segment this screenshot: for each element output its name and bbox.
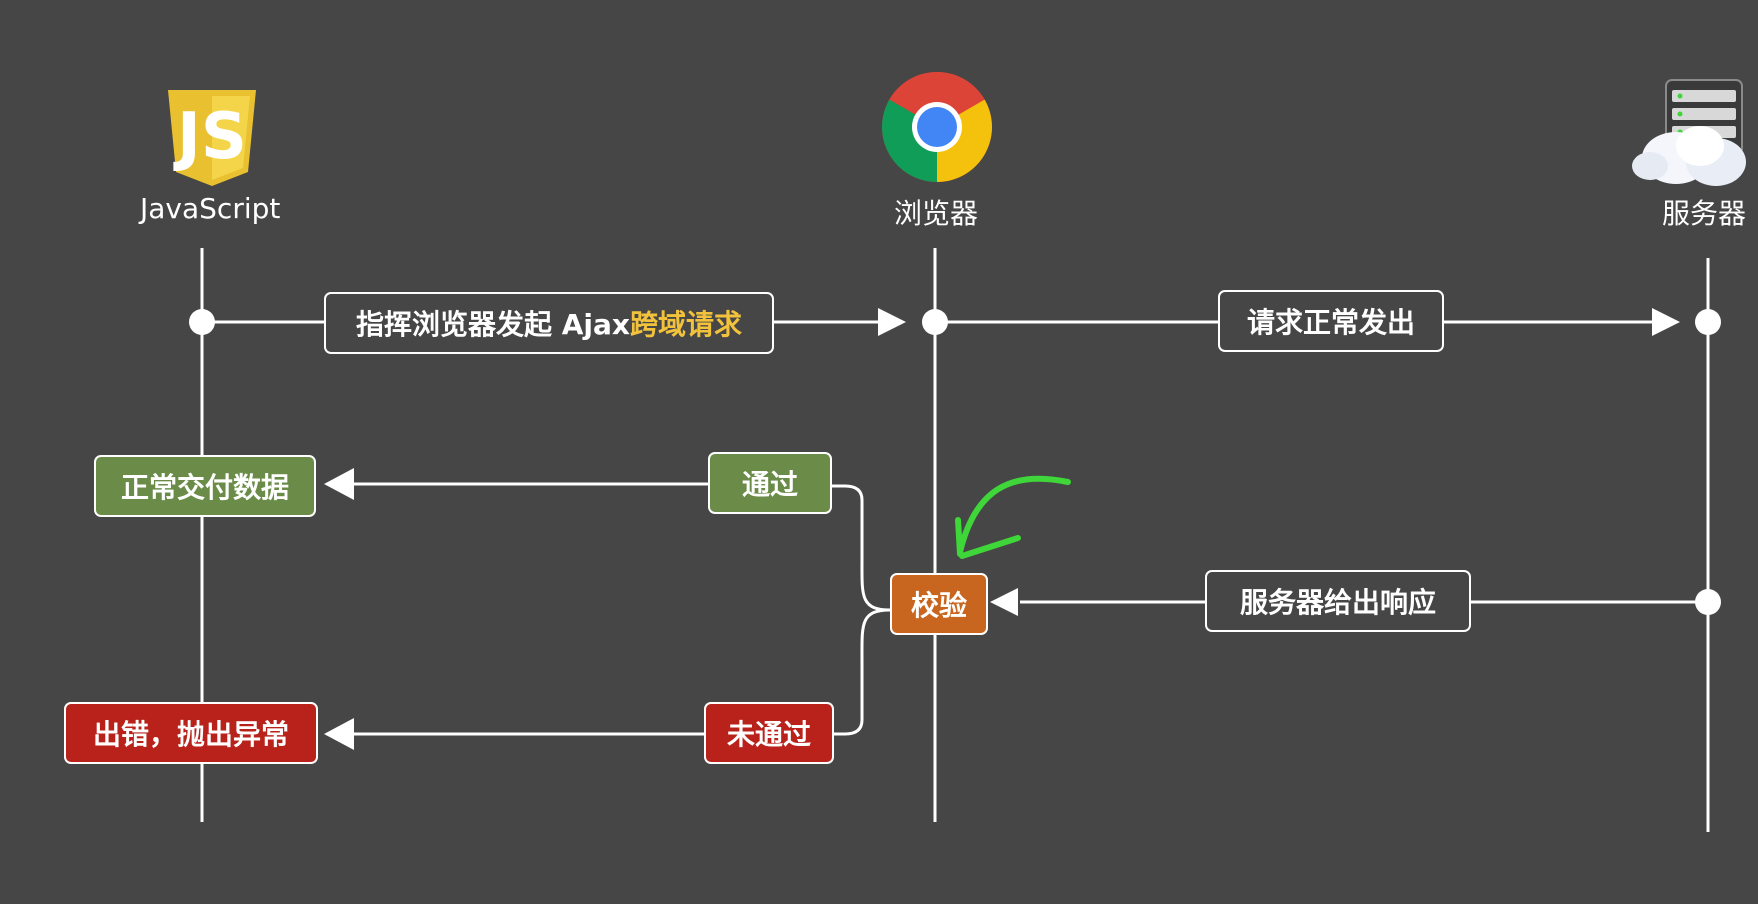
response-arrowhead	[990, 588, 1018, 616]
request-arrowhead-server	[1652, 308, 1680, 336]
request-arrowhead-browser	[878, 308, 906, 336]
pass-box: 通过	[708, 452, 832, 514]
request-message-highlight: 跨域请求	[629, 308, 742, 341]
pass-arrowhead	[324, 468, 354, 500]
chrome-logo-icon	[882, 72, 992, 182]
js-request-dot	[189, 309, 215, 335]
svg-text:JS: JS	[173, 100, 247, 174]
error-box: 出错，抛出异常	[64, 702, 318, 764]
fail-branch-connector	[830, 608, 891, 736]
check-box: 校验	[890, 573, 988, 635]
server-actor-label: 服务器	[1662, 197, 1747, 230]
deliver-data-box: 正常交付数据	[94, 455, 316, 517]
annotation-arrow-icon	[955, 475, 1071, 559]
server-cloud-icon	[1632, 79, 1746, 186]
request-message-text: 指挥浏览器发起 Ajax	[356, 308, 630, 341]
javascript-actor-label: JavaScript	[140, 192, 281, 225]
fail-arrowhead	[324, 718, 354, 750]
fail-box: 未通过	[704, 702, 834, 764]
request-message-box: 指挥浏览器发起 Ajax 跨域请求	[324, 292, 774, 354]
server-response-box: 服务器给出响应	[1205, 570, 1471, 632]
request-forwarded-box: 请求正常发出	[1218, 290, 1444, 352]
server-response-dot	[1695, 589, 1721, 615]
browser-request-dot	[922, 309, 948, 335]
server-request-dot	[1695, 309, 1721, 335]
browser-actor-label: 浏览器	[894, 197, 979, 230]
pass-branch-connector	[830, 484, 891, 612]
javascript-logo-icon: JS	[168, 90, 256, 186]
